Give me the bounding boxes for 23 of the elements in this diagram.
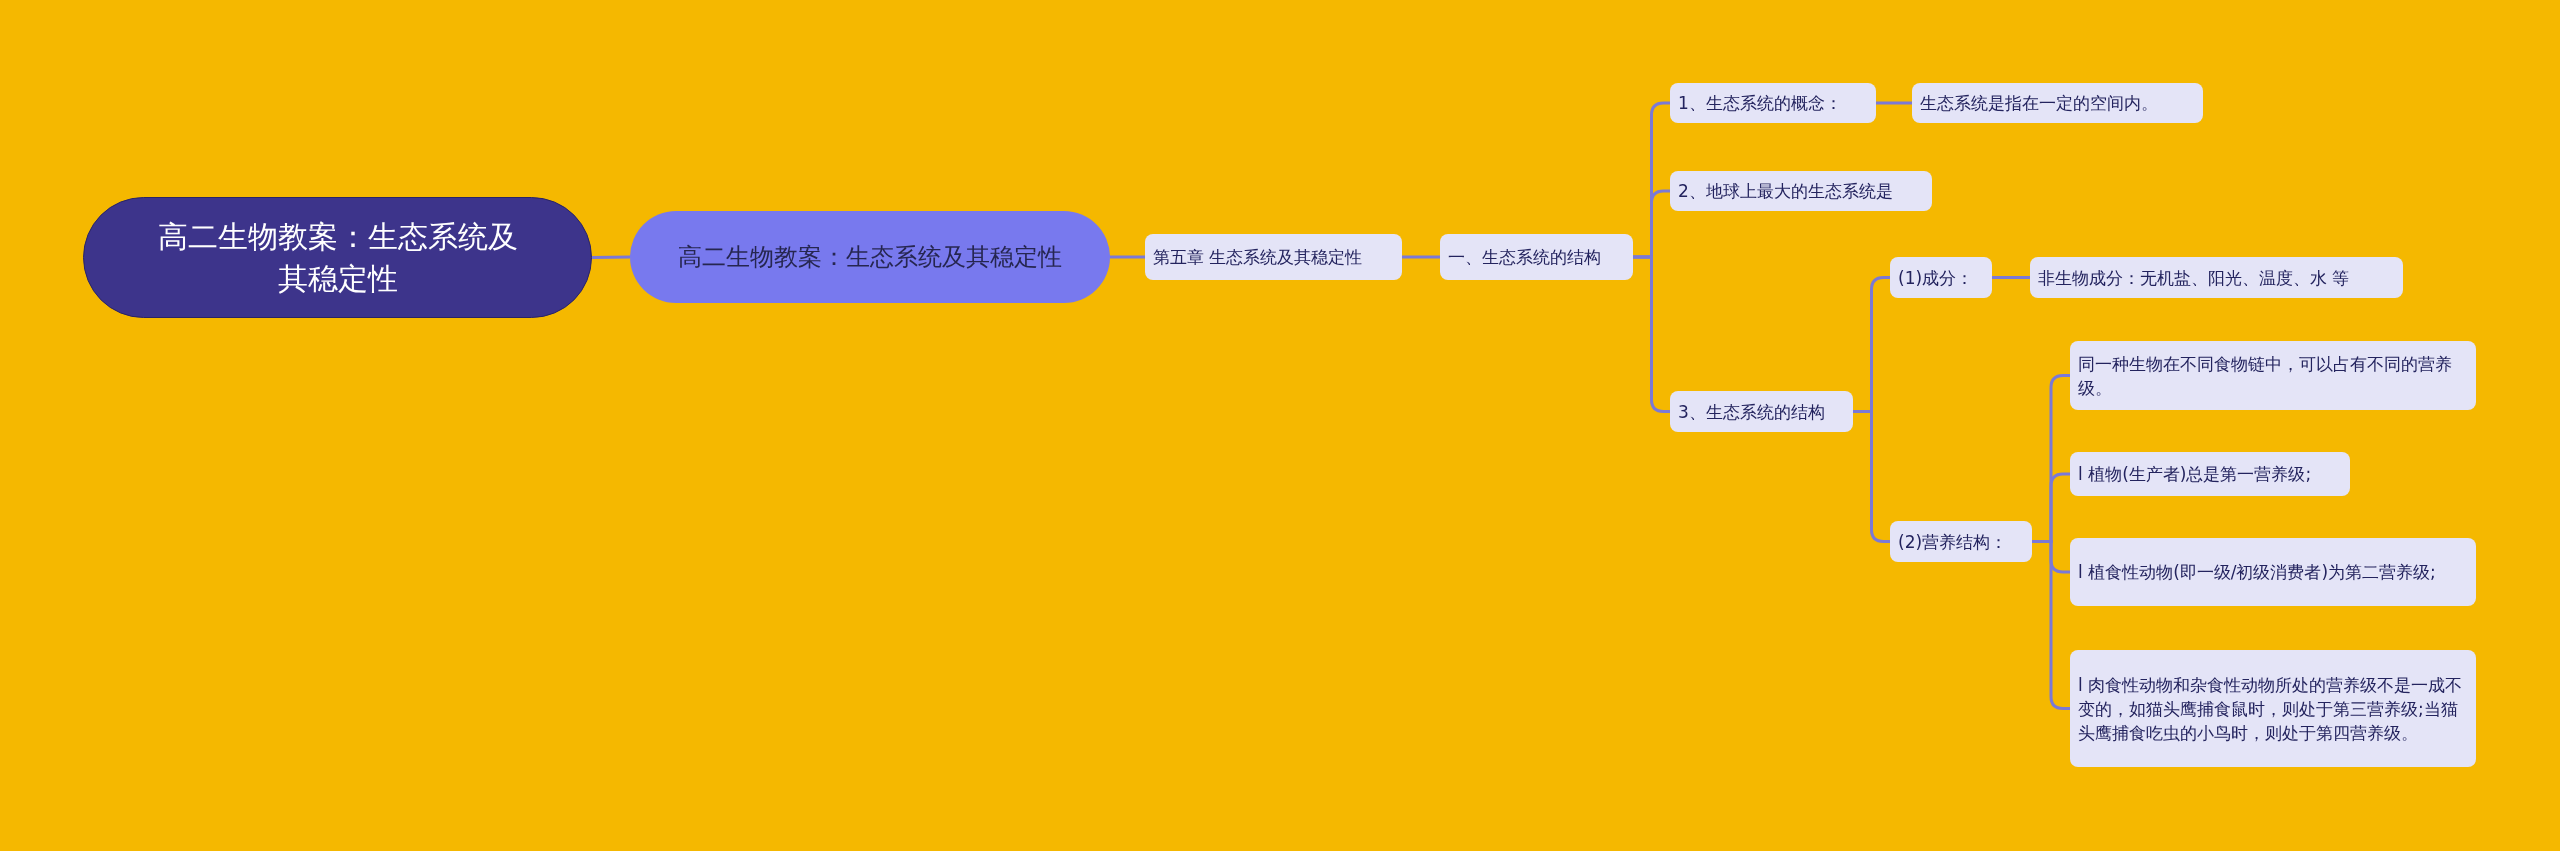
topic-box: 3、生态系统的结构 bbox=[1670, 391, 1853, 432]
topic-box: l 肉食性动物和杂食性动物所处的营养级不是一成不变的，如猫头鹰捕食鼠时，则处于第三营养级;当猫头鹰捕食吃虫的小鸟时，则处于第四营养级。 bbox=[2070, 650, 2476, 767]
topic-box: 第五章 生态系统及其稳定性 bbox=[1145, 234, 1402, 280]
connector-line bbox=[1876, 101, 1912, 105]
topic-box: (1)成分： bbox=[1890, 257, 1992, 298]
connector-line bbox=[2032, 540, 2070, 710]
topic-box: 2、地球上最大的生态系统是 bbox=[1670, 171, 1932, 211]
connector-line bbox=[1992, 276, 2030, 279]
connector-line bbox=[591, 255, 631, 259]
connector-line bbox=[1402, 255, 1440, 259]
connector-line bbox=[1853, 410, 1890, 543]
topic-box: 生态系统是指在一定的空间内。 bbox=[1912, 83, 2203, 123]
topic-box: 一、生态系统的结构 bbox=[1440, 234, 1633, 280]
connector-line bbox=[1633, 255, 1670, 413]
topic-box: 1、生态系统的概念： bbox=[1670, 83, 1876, 123]
topic-box: (2)营养结构： bbox=[1890, 521, 2032, 562]
topic-pill: 高二生物教案：生态系统及其稳定性 bbox=[630, 211, 1110, 303]
topic-box: 非生物成分：无机盐、阳光、温度、水 等 bbox=[2030, 257, 2403, 298]
topic-box: 同一种生物在不同食物链中，可以占有不同的营养级。 bbox=[2070, 341, 2476, 410]
topic-box: l 植物(生产者)总是第一营养级; bbox=[2070, 452, 2350, 496]
topic-box: l 植食性动物(即一级/初级消费者)为第二营养级; bbox=[2070, 538, 2476, 606]
topic-pill: 高二生物教案：生态系统及其稳定性 bbox=[83, 197, 592, 318]
connector-line bbox=[1110, 255, 1145, 259]
